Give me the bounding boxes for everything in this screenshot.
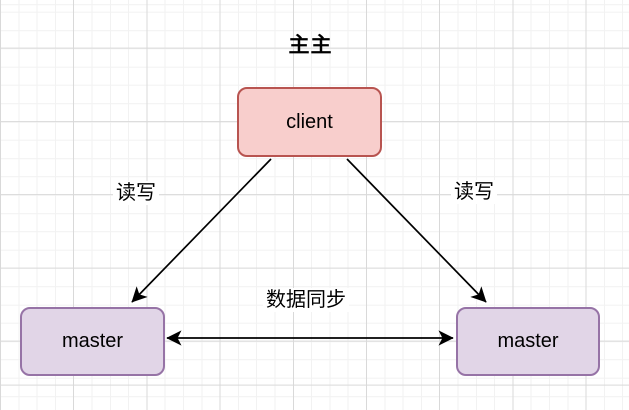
edge-client-to-master-right[interactable] (346, 158, 487, 303)
node-client[interactable]: client (237, 87, 382, 157)
node-master-left[interactable]: master (20, 307, 165, 376)
edge-client-to-master-left[interactable] (131, 158, 272, 303)
node-master-right-label: master (497, 330, 559, 352)
node-master-left-label: master (61, 330, 124, 352)
edge-label-readwrite-right: 读写 (451, 180, 497, 204)
edge-label-data-sync: 数据同步 (263, 288, 349, 312)
diagram-title: 主主 (288, 34, 333, 57)
node-master-right[interactable]: master (456, 307, 600, 376)
edge-label-readwrite-left: 读写 (113, 181, 159, 205)
node-client-label: client (286, 110, 333, 133)
